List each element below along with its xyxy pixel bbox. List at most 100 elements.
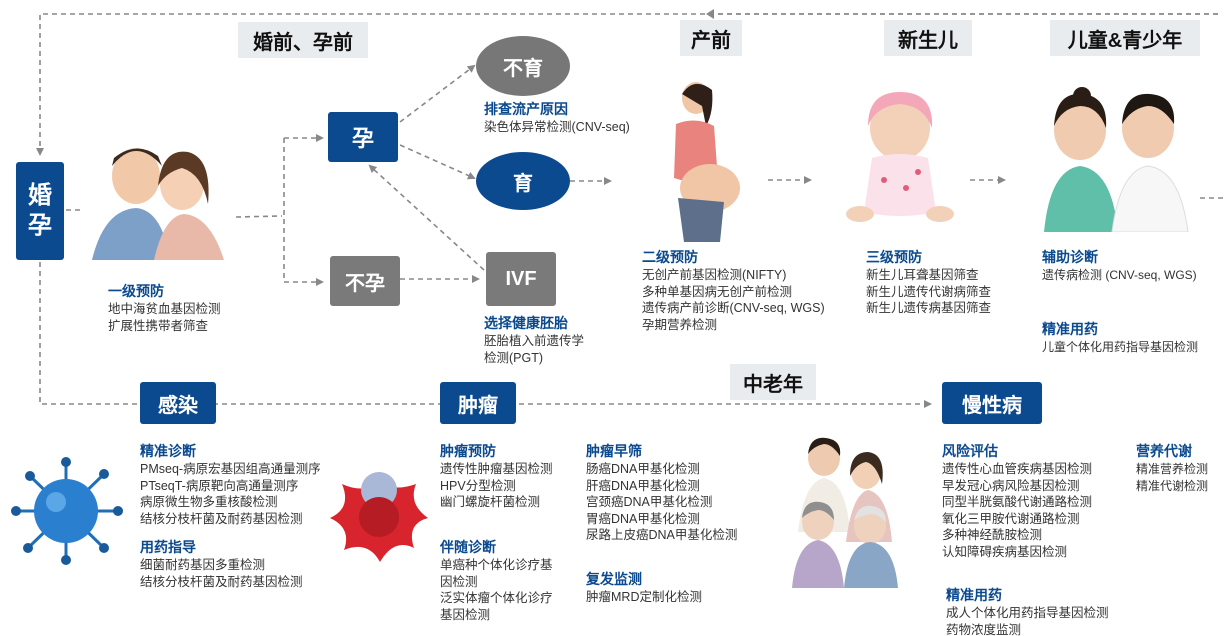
- arrow-ivf-pregnant: [368, 164, 485, 271]
- node-marriage: 婚 孕: [16, 162, 64, 260]
- arrow-pregnant-infertile: [399, 64, 476, 123]
- block-title: 风险评估: [942, 443, 998, 459]
- node-ivf: IVF: [486, 252, 556, 306]
- block-item: 细菌耐药基因多重检测: [140, 558, 266, 572]
- block-item: 遗传性肿瘤基因检测: [440, 462, 553, 476]
- block-item: 肿瘤MRD定制化检测: [586, 590, 702, 604]
- arrow-couple-branch: [235, 215, 283, 218]
- baby-photo: [846, 92, 954, 222]
- block-item: 精准代谢检测: [1136, 478, 1209, 493]
- couple-photo: [84, 128, 236, 260]
- stage-children: 儿童&青少年: [1050, 20, 1200, 56]
- block-title: 辅助诊断: [1042, 249, 1098, 265]
- block-embryo: 选择健康胚胎 胚胎植入前遗传学 检测(PGT): [484, 314, 584, 366]
- block-aux-diagnosis: 辅助诊断 遗传病检测 (CNV-seq, WGS): [1042, 248, 1197, 284]
- stage-prenatal: 产前: [680, 20, 742, 56]
- block-title: 三级预防: [866, 249, 922, 265]
- block-item: 新生儿耳聋基因筛查: [866, 268, 979, 282]
- block-title: 用药指导: [140, 539, 196, 555]
- block-item: 检测(PGT): [484, 350, 544, 365]
- block-item: 幽门螺旋杆菌检测: [440, 495, 541, 510]
- node-tumor: 肿瘤: [440, 382, 516, 424]
- node-pregnant: 孕: [328, 112, 398, 162]
- block-child-medication: 精准用药 儿童个体化用药指导基因检测: [1042, 320, 1198, 356]
- block-title: 排查流产原因: [484, 101, 568, 117]
- tumor-cell-illustration: [330, 472, 428, 562]
- block-adult-medication: 精准用药 成人个体化用药指导基因检测 药物浓度监测: [946, 586, 1109, 636]
- block-item: 结核分枝杆菌及耐药基因检测: [140, 574, 303, 589]
- block-tumor-screening: 肿瘤早筛 肠癌DNA甲基化检测 肝癌DNA甲基化检测 宫颈癌DNA甲基化检测 胃…: [586, 442, 737, 544]
- stage-middle-aged: 中老年: [730, 364, 816, 400]
- block-tertiary-prevention: 三级预防 新生儿耳聋基因筛查 新生儿遗传代谢病筛查 新生儿遗传病基因筛查: [866, 248, 991, 317]
- block-item: HPV分型检测: [440, 478, 516, 493]
- block-nutrition-metabolism: 营养代谢 精准营养检测 精准代谢检测: [1136, 442, 1208, 494]
- block-item: 肝癌DNA甲基化检测: [586, 478, 700, 493]
- block-item: PTseqT-病原靶向高通量测序: [140, 478, 299, 493]
- block-title: 精准用药: [1042, 321, 1098, 337]
- block-item: 因检测: [440, 574, 478, 589]
- node-not-pregnant: 不孕: [330, 256, 400, 306]
- block-infection-diagnosis: 精准诊断 PMseq-病原宏基因组高通量测序 PTseqT-病原靶向高通量测序 …: [140, 442, 321, 527]
- block-item: 基因检测: [440, 607, 491, 622]
- family-photo: [776, 432, 912, 588]
- block-item: 无创产前基因检测(NIFTY): [642, 268, 787, 282]
- node-marriage-label: 婚 孕: [28, 182, 52, 239]
- block-item: 成人个体化用药指导基因检测: [946, 606, 1109, 620]
- block-item: 单癌种个体化诊疗基: [440, 558, 553, 572]
- block-item: 认知障碍疾病基因检测: [942, 544, 1068, 559]
- node-infertile: 不育: [476, 36, 570, 96]
- block-item: 氧化三甲胺代谢通路检测: [942, 511, 1080, 526]
- block-title: 肿瘤预防: [440, 443, 496, 459]
- block-item: 多种神经酰胺检测: [942, 528, 1043, 543]
- block-title: 二级预防: [642, 249, 698, 265]
- block-relapse-monitoring: 复发监测 肿瘤MRD定制化检测: [586, 570, 702, 606]
- block-item: 胃癌DNA甲基化检测: [586, 511, 700, 526]
- block-item: 肠癌DNA甲基化检测: [586, 462, 700, 476]
- block-item: 遗传性心血管疾病基因检测: [942, 462, 1093, 476]
- block-title: 精准诊断: [140, 443, 196, 459]
- block-item: 多种单基因病无创产前检测: [642, 284, 793, 299]
- block-item: 早发冠心病风险基因检测: [942, 478, 1080, 493]
- node-fertile: 育: [476, 152, 570, 210]
- block-secondary-prevention: 二级预防 无创产前基因检测(NIFTY) 多种单基因病无创产前检测 遗传病产前诊…: [642, 248, 825, 333]
- block-item: 扩展性携带者筛查: [108, 318, 209, 333]
- block-title: 伴随诊断: [440, 539, 496, 555]
- arrow-left-down: [39, 262, 932, 408]
- block-risk-assessment: 风险评估 遗传性心血管疾病基因检测 早发冠心病风险基因检测 同型半胱氨酸代谢通路…: [942, 442, 1092, 561]
- arrow-pregnant-fertile: [399, 144, 476, 180]
- block-title: 选择健康胚胎: [484, 315, 568, 331]
- top-loop-line: [36, 13, 1218, 156]
- stage-newborn: 新生儿: [884, 20, 972, 56]
- node-infection: 感染: [140, 382, 216, 424]
- block-companion-diagnosis: 伴随诊断 单癌种个体化诊疗基 因检测 泛实体瘤个体化诊疗 基因检测: [440, 538, 553, 623]
- block-item: 泛实体瘤个体化诊疗: [440, 591, 553, 606]
- virus-illustration: [11, 457, 123, 565]
- node-chronic: 慢性病: [942, 382, 1042, 424]
- block-item: 胚胎植入前遗传学: [484, 334, 585, 348]
- block-item: 结核分枝杆菌及耐药基因检测: [140, 511, 303, 526]
- block-title: 复发监测: [586, 571, 642, 587]
- block-title: 精准用药: [946, 587, 1002, 603]
- block-item: PMseq-病原宏基因组高通量测序: [140, 462, 321, 476]
- block-primary-prevention: 一级预防 地中海贫血基因检测 扩展性携带者筛查: [108, 282, 221, 334]
- pregnant-woman-photo: [674, 82, 740, 242]
- block-title: 营养代谢: [1136, 443, 1192, 459]
- block-item: 遗传病产前诊断(CNV-seq, WGS): [642, 301, 825, 316]
- block-item: 尿路上皮癌DNA甲基化检测: [586, 528, 738, 543]
- block-miscarriage: 排查流产原因 染色体异常检测(CNV-seq): [484, 100, 630, 136]
- block-item: 新生儿遗传病基因筛查: [866, 301, 992, 316]
- block-title: 一级预防: [108, 283, 164, 299]
- stage-premarital: 婚前、孕前: [238, 22, 368, 58]
- block-infection-medication: 用药指导 细菌耐药基因多重检测 结核分枝杆菌及耐药基因检测: [140, 538, 303, 590]
- block-item: 精准营养检测: [1136, 462, 1209, 476]
- block-item: 地中海贫血基因检测: [108, 302, 221, 316]
- block-item: 孕期营养检测: [642, 317, 718, 332]
- block-item: 同型半胱氨酸代谢通路检测: [942, 495, 1093, 510]
- block-item: 染色体异常检测(CNV-seq): [484, 120, 630, 134]
- block-item: 病原微生物多重核酸检测: [140, 495, 278, 510]
- block-item: 新生儿遗传代谢病筛查: [866, 284, 992, 299]
- block-tumor-prevention: 肿瘤预防 遗传性肿瘤基因检测 HPV分型检测 幽门螺旋杆菌检测: [440, 442, 553, 511]
- block-item: 遗传病检测 (CNV-seq, WGS): [1042, 268, 1197, 282]
- children-photo: [1044, 87, 1189, 232]
